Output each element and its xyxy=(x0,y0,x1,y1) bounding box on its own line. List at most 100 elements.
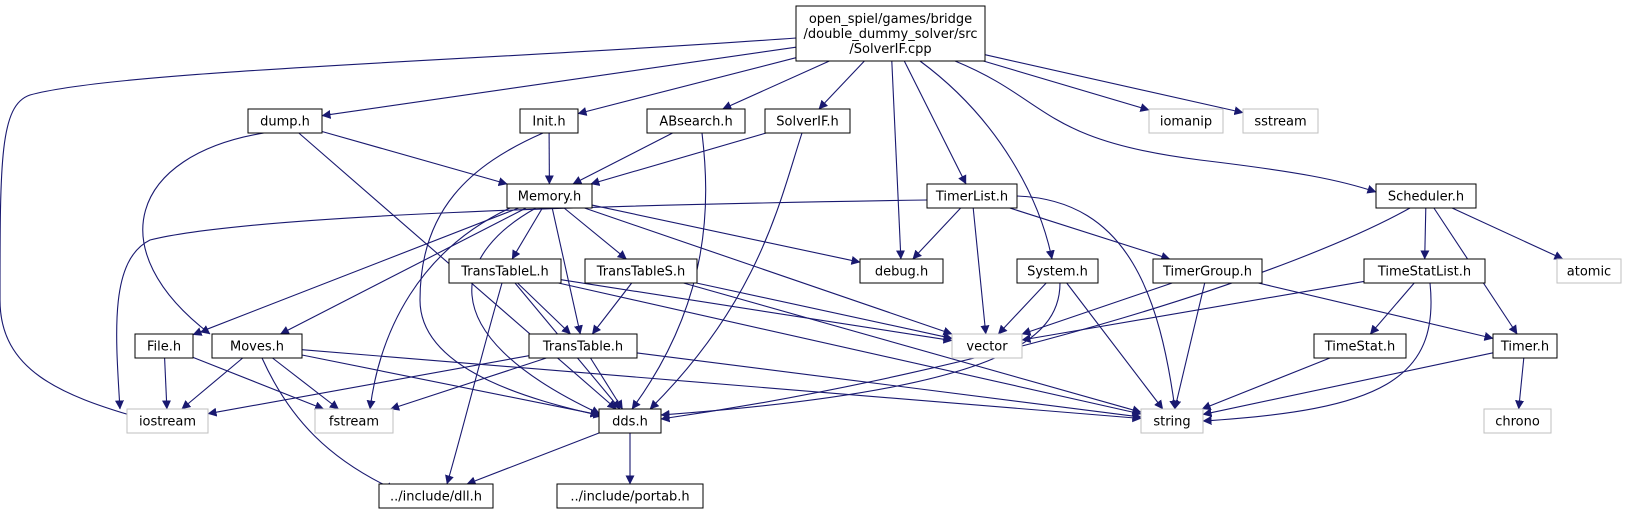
edge-root-to-init xyxy=(577,57,797,116)
node-label: /SolverIF.cpp xyxy=(849,42,931,57)
edge-transtablel-to-transtable xyxy=(517,282,571,335)
edge-root-to-sstream xyxy=(984,54,1244,116)
node-dump[interactable]: dump.h xyxy=(247,108,323,134)
node-transtablel[interactable]: TransTableL.h xyxy=(448,258,562,284)
node-label: fstream xyxy=(329,415,379,430)
node-box xyxy=(1556,258,1622,284)
node-solverif[interactable]: SolverIF.h xyxy=(764,108,851,134)
edge-system-to-string xyxy=(1066,282,1164,410)
edge-root-to-iostream xyxy=(0,37,797,420)
node-timer[interactable]: Timer.h xyxy=(1492,333,1558,359)
node-transtable[interactable]: TransTable.h xyxy=(528,333,638,359)
node-moves[interactable]: Moves.h xyxy=(211,333,303,359)
node-atomic: atomic xyxy=(1556,258,1622,284)
node-debug[interactable]: debug.h xyxy=(859,258,944,284)
node-transtables[interactable]: TransTableS.h xyxy=(584,258,698,284)
edge-root-to-dump xyxy=(321,46,797,119)
node-label: dump.h xyxy=(260,115,310,130)
edge-timerlist-to-iostream xyxy=(114,199,928,410)
edge-moves-to-fstream xyxy=(272,357,339,410)
node-label: SolverIF.h xyxy=(776,115,838,130)
node-box xyxy=(584,258,698,284)
node-portab[interactable]: ../include/portab.h xyxy=(556,483,704,509)
node-iostream: iostream xyxy=(126,408,209,434)
edge-dump-to-moves xyxy=(142,132,265,335)
node-label: iostream xyxy=(139,415,196,430)
node-label: File.h xyxy=(147,340,181,355)
edge-timergroup-to-timer xyxy=(1258,282,1494,341)
node-root[interactable]: open_spiel/games/bridge/double_dummy_sol… xyxy=(795,5,986,62)
edge-transtable-to-fstream xyxy=(390,357,547,411)
edge-scheduler-to-atomic xyxy=(1451,207,1564,260)
node-label: Scheduler.h xyxy=(1388,190,1464,205)
node-label: Moves.h xyxy=(230,340,284,355)
edge-transtable-to-string xyxy=(636,352,1142,421)
node-scheduler[interactable]: Scheduler.h xyxy=(1375,183,1477,209)
edge-timerlist-to-vector xyxy=(972,207,990,335)
edge-moves-to-dll xyxy=(261,357,396,491)
node-box xyxy=(519,108,579,134)
node-box xyxy=(1152,258,1263,284)
edge-transtable-to-iostream xyxy=(207,355,530,417)
edge-absearch-to-memory xyxy=(572,132,673,185)
node-timestat[interactable]: TimeStat.h xyxy=(1313,333,1407,359)
node-box xyxy=(646,108,746,134)
edge-memory-to-file xyxy=(192,207,519,336)
node-box xyxy=(506,183,593,209)
node-label: sstream xyxy=(1254,115,1306,130)
edge-timergroup-to-vector xyxy=(1021,282,1173,336)
node-box xyxy=(951,333,1023,359)
node-string: string xyxy=(1140,408,1204,434)
edge-memory-to-debug xyxy=(591,204,861,265)
node-init[interactable]: Init.h xyxy=(519,108,579,134)
node-box xyxy=(926,183,1018,209)
node-timergroup[interactable]: TimerGroup.h xyxy=(1152,258,1263,284)
node-dll[interactable]: ../include/dll.h xyxy=(378,483,494,509)
node-box xyxy=(598,408,662,434)
node-box xyxy=(378,483,494,509)
node-fstream: fstream xyxy=(314,408,394,434)
node-box xyxy=(528,333,638,359)
node-label: /double_dummy_solver/src xyxy=(804,27,978,42)
node-label: ../include/portab.h xyxy=(570,490,689,505)
edge-timerlist-to-debug xyxy=(912,207,962,260)
node-box xyxy=(556,483,704,509)
node-label: System.h xyxy=(1027,265,1088,280)
node-system[interactable]: System.h xyxy=(1016,258,1099,284)
node-timestatlist[interactable]: TimeStatList.h xyxy=(1363,258,1486,284)
edge-memory-to-dds xyxy=(471,207,601,415)
node-box xyxy=(126,408,209,434)
node-absearch[interactable]: ABsearch.h xyxy=(646,108,746,134)
edge-scheduler-to-timestatlist xyxy=(1420,207,1430,260)
node-timerlist[interactable]: TimerList.h xyxy=(926,183,1018,209)
node-box xyxy=(1242,108,1319,134)
edge-solverif-to-memory xyxy=(590,132,767,186)
edge-timer-to-chrono xyxy=(1515,357,1525,410)
node-box xyxy=(1492,333,1558,359)
edge-memory-to-transtables xyxy=(563,207,627,260)
edge-root-to-timerlist xyxy=(903,60,967,185)
node-label: TransTableL.h xyxy=(460,265,549,280)
node-box xyxy=(1016,258,1099,284)
node-file[interactable]: File.h xyxy=(134,333,194,359)
edge-memory-to-vector xyxy=(584,207,953,336)
edge-timergroup-to-string xyxy=(1172,282,1206,410)
edge-timestatlist-to-string xyxy=(1202,282,1432,425)
edge-root-to-iomanip xyxy=(983,60,1150,112)
node-label: TimerList.h xyxy=(935,190,1008,205)
edge-timerlist-to-string xyxy=(1016,195,1179,410)
edge-system-to-dds xyxy=(660,282,1061,419)
node-label: vector xyxy=(966,340,1008,355)
edge-root-to-scheduler xyxy=(954,60,1377,194)
node-box xyxy=(1140,408,1204,434)
edge-file-to-fstream xyxy=(192,356,325,411)
node-memory[interactable]: Memory.h xyxy=(506,183,593,209)
node-dds[interactable]: dds.h xyxy=(598,408,662,434)
edge-file-to-iostream xyxy=(162,357,172,410)
node-box xyxy=(448,258,562,284)
node-box xyxy=(247,108,323,134)
node-label: TransTable.h xyxy=(542,340,623,355)
edge-root-to-debug xyxy=(891,60,906,260)
node-label: TimerGroup.h xyxy=(1162,265,1252,280)
